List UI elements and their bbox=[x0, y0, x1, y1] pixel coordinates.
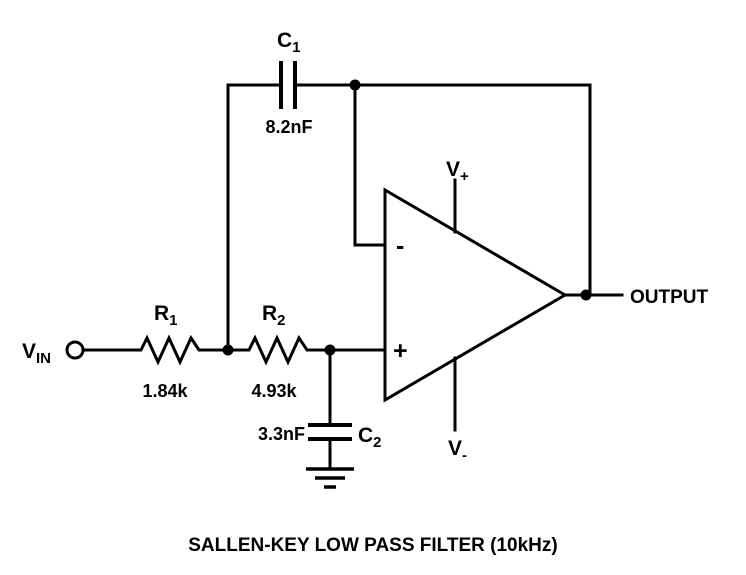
diagram-title: SALLEN-KEY LOW PASS FILTER (10kHz) bbox=[188, 535, 557, 556]
junction-dot-feedback-top bbox=[349, 79, 361, 91]
wire-c1-to-output bbox=[293, 83, 592, 297]
c2-value: 3.3nF bbox=[258, 424, 305, 444]
junction-dot-output bbox=[580, 289, 592, 301]
junction-dot-r2-c2 bbox=[324, 344, 336, 356]
vplus-label: V+ bbox=[446, 158, 469, 185]
r1-value: 1.84k bbox=[142, 381, 188, 401]
capacitor-c1 bbox=[279, 61, 297, 109]
ground-symbol bbox=[306, 467, 354, 489]
r2-value: 4.93k bbox=[251, 381, 297, 401]
c2-label: C2 bbox=[358, 424, 382, 451]
c1-label: C1 bbox=[277, 29, 301, 56]
r1-label: R1 bbox=[154, 302, 178, 329]
opamp-triangle bbox=[383, 187, 568, 403]
opamp-inverting-sign: - bbox=[396, 232, 404, 260]
r2-label: R2 bbox=[262, 302, 286, 329]
vminus-label: V- bbox=[448, 437, 467, 464]
vin-label: VIN bbox=[22, 340, 51, 367]
resistor-r2 bbox=[241, 334, 317, 366]
wire-node1-to-c1 bbox=[226, 83, 283, 352]
output-label: OUTPUT bbox=[630, 287, 709, 308]
wire-feedback-to-inverting-input bbox=[353, 83, 387, 247]
capacitor-c2 bbox=[308, 423, 352, 441]
resistor-r1 bbox=[133, 334, 209, 366]
junction-dot-r1-r2 bbox=[222, 344, 234, 356]
opamp-noninverting-sign: + bbox=[393, 337, 408, 365]
vin-terminal bbox=[65, 340, 85, 360]
c1-value: 8.2nF bbox=[265, 117, 312, 137]
